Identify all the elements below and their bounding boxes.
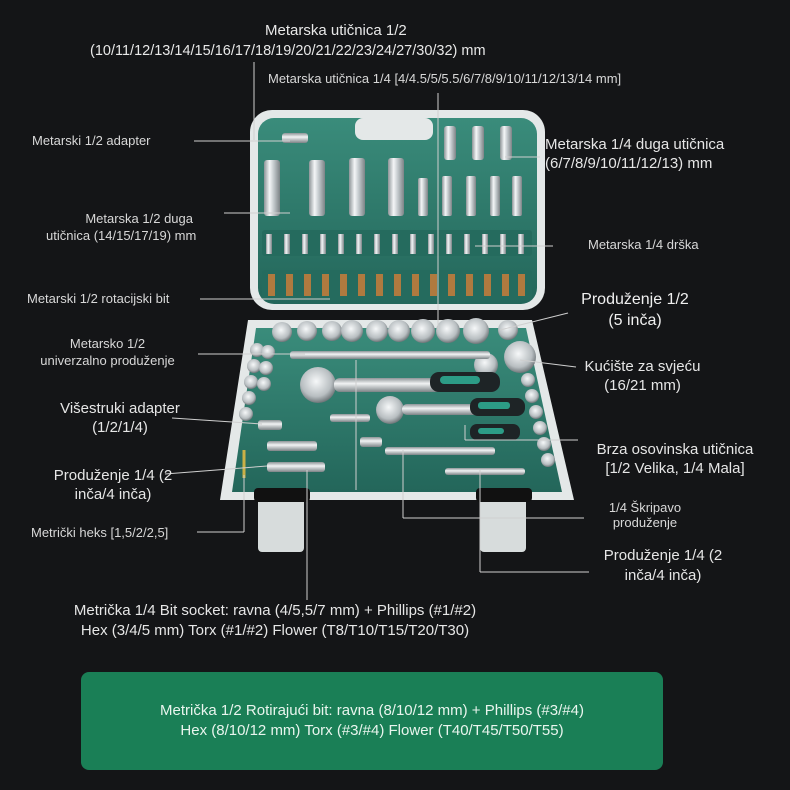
ratchet-small xyxy=(376,396,525,424)
label-multi-adapter-2: (1/2/1/4) xyxy=(92,419,148,436)
bottom-line-1: Metrička 1/4 Bit socket: ravna (4/5,5/7 … xyxy=(73,602,477,619)
label-hex: Metrički heks [1,5/2/2,5] xyxy=(31,525,169,540)
quarter-deep-sockets-top xyxy=(444,126,512,160)
spark-plug-socket xyxy=(504,341,536,373)
upper-lid xyxy=(250,110,545,310)
rotary-bit-banner: Metrička 1/2 Rotirajući bit: ravna (8/10… xyxy=(81,672,663,770)
label-quarter-socket: Metarska utičnica 1/4 [4/4.5/5/5.5/6/7/8… xyxy=(268,71,622,86)
label-quick-1: Brza osovinska utičnica xyxy=(596,441,754,458)
label-univ-ext-2: univerzalno produženje xyxy=(40,353,175,368)
label-ext-half-2: (5 inča) xyxy=(608,312,662,329)
label-half-rot-bit: Metarski 1/2 rotacijski bit xyxy=(27,291,170,306)
label-spark-1: Kućište za svjeću xyxy=(584,358,701,375)
label-half-adapter: Metarski 1/2 adapter xyxy=(32,133,151,148)
label-ext-quarter-a-1: Produženje 1/4 (2 xyxy=(53,467,173,484)
half-deep-sockets xyxy=(264,158,404,216)
quarter-deep-sockets-row xyxy=(418,176,522,216)
callout-lines xyxy=(164,62,589,600)
label-quarter-handle: Metarska 1/4 drška xyxy=(588,237,699,252)
half-socket-row xyxy=(272,318,518,344)
label-ext-quarter-b-1: Produženje 1/4 (2 xyxy=(603,547,723,564)
bottom-line-2: Hex (3/4/5 mm) Torx (#1/#2) Flower (T8/T… xyxy=(80,622,470,640)
label-top-title: Metarska utičnica 1/2 xyxy=(265,22,407,39)
lower-tray xyxy=(220,318,574,552)
label-ext-quarter-a-2: inča/4 inča) xyxy=(74,486,152,503)
bit-row-2 xyxy=(262,270,532,300)
label-wobble-2: produženje xyxy=(612,515,678,530)
label-half-deep-2: utičnica (14/15/17/19) mm xyxy=(46,228,197,243)
label-ext-quarter-b-2: inča/4 inča) xyxy=(624,567,702,584)
label-spark-2: (16/21 mm) xyxy=(604,377,681,394)
label-wobble-1: 1/4 Škripavo xyxy=(608,500,682,515)
label-ext-half-1: Produženje 1/2 xyxy=(581,291,689,308)
label-quick-2: [1/2 Velika, 1/4 Mala] xyxy=(605,460,745,477)
bottom-bit-socket-text: Metrička 1/4 Bit socket: ravna (4/5,5/7 … xyxy=(35,601,515,642)
label-multi-adapter-1: Višestruki adapter xyxy=(60,400,180,417)
banner-line-1: Metrička 1/2 Rotirajući bit: ravna (8/10… xyxy=(160,701,584,719)
banner-line-2: Hex (8/10/12 mm) Torx (#3/#4) Flower (T4… xyxy=(180,722,564,739)
label-univ-ext-1: Metarsko 1/2 xyxy=(69,336,146,351)
label-half-deep-1: Metarska 1/2 duga xyxy=(85,211,193,226)
label-top-sizes: (10/11/12/13/14/15/16/17/18/19/20/21/22/… xyxy=(90,43,486,59)
bit-row-1 xyxy=(262,230,532,256)
label-quarter-deep-sizes: (6/7/8/9/10/11/12/13) mm xyxy=(545,155,713,172)
label-quarter-deep-title: Metarska 1/4 duga utičnica xyxy=(545,136,725,153)
ratchet-large xyxy=(300,367,500,403)
